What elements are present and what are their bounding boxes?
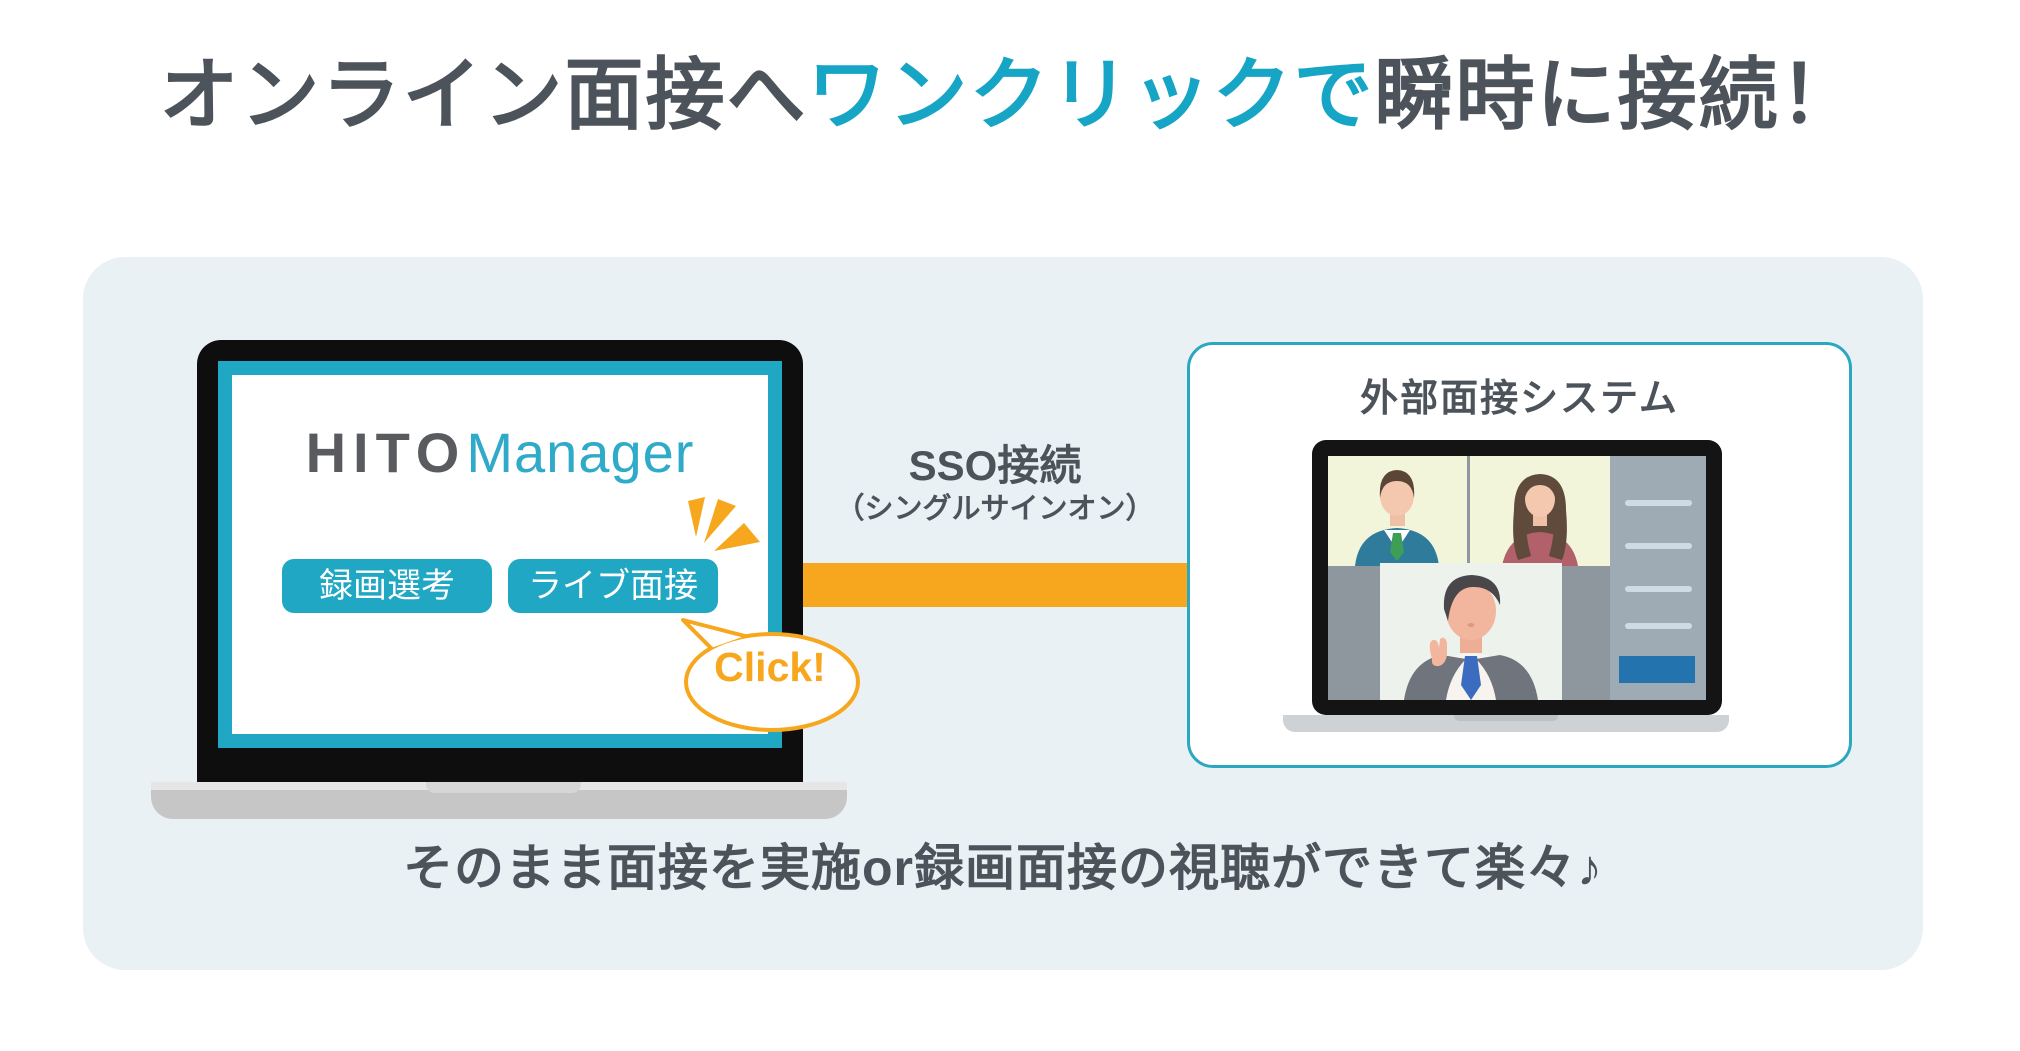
call-sidebar [1610, 456, 1706, 700]
title-suffix: 瞬時に接続！ [1374, 50, 1861, 139]
external-laptop-base [1283, 715, 1729, 732]
participant-tile-woman [1470, 456, 1610, 566]
sidebar-line [1625, 623, 1692, 629]
external-system-title: 外部面接システム [1360, 378, 1679, 420]
click-bubble-label: Click! [714, 644, 826, 690]
external-system-box: 外部面接システム [1187, 342, 1852, 768]
sidebar-line [1625, 586, 1692, 592]
title-prefix: オンライン面接へ [159, 50, 808, 139]
laptop-base [151, 782, 847, 819]
hito-manager-logo: HITOManager [232, 425, 768, 481]
laptop-base-notch [426, 782, 581, 793]
sso-label-block: SSO接続 （シングルサインオン） [780, 441, 1210, 529]
speaker-tile-man [1380, 563, 1562, 700]
sidebar-line [1625, 500, 1692, 506]
connection-arrow-icon [803, 549, 1232, 621]
logo-hito: HITO [305, 421, 467, 484]
page-title: オンライン面接へワンクリックで瞬時に接続！ [0, 50, 2020, 141]
external-system-laptop [1312, 440, 1722, 715]
recorded-screening-button[interactable]: 録画選考 [282, 559, 492, 613]
bottom-caption: そのまま面接を実施or録画面接の視聴ができて楽々♪ [403, 840, 1603, 896]
speech-bubble-icon [681, 618, 860, 732]
screen-buttons: 録画選考 ライブ面接 [232, 559, 768, 613]
sso-sublabel: （シングルサインオン） [835, 493, 1155, 526]
sidebar-action-button [1619, 656, 1695, 683]
participant-tile-man [1328, 456, 1467, 566]
title-highlight: ワンクリックで [807, 50, 1375, 139]
burst-icon [688, 497, 760, 551]
external-laptop-base-notch [1454, 715, 1558, 721]
man-avatar-icon [1355, 470, 1439, 566]
logo-manager: Manager [466, 421, 695, 484]
sso-label: SSO接続 [908, 442, 1082, 489]
sidebar-line [1625, 543, 1692, 549]
hito-manager-screen: HITOManager 録画選考 ライブ面接 [232, 375, 768, 734]
live-interview-button[interactable]: ライブ面接 [508, 559, 718, 613]
woman-avatar-icon [1502, 474, 1578, 566]
hito-manager-laptop: HITOManager 録画選考 ライブ面接 [197, 340, 803, 782]
speaker-avatar-icon [1404, 575, 1538, 700]
click-bubble: Click! [675, 618, 865, 733]
video-call-screen [1328, 456, 1706, 700]
